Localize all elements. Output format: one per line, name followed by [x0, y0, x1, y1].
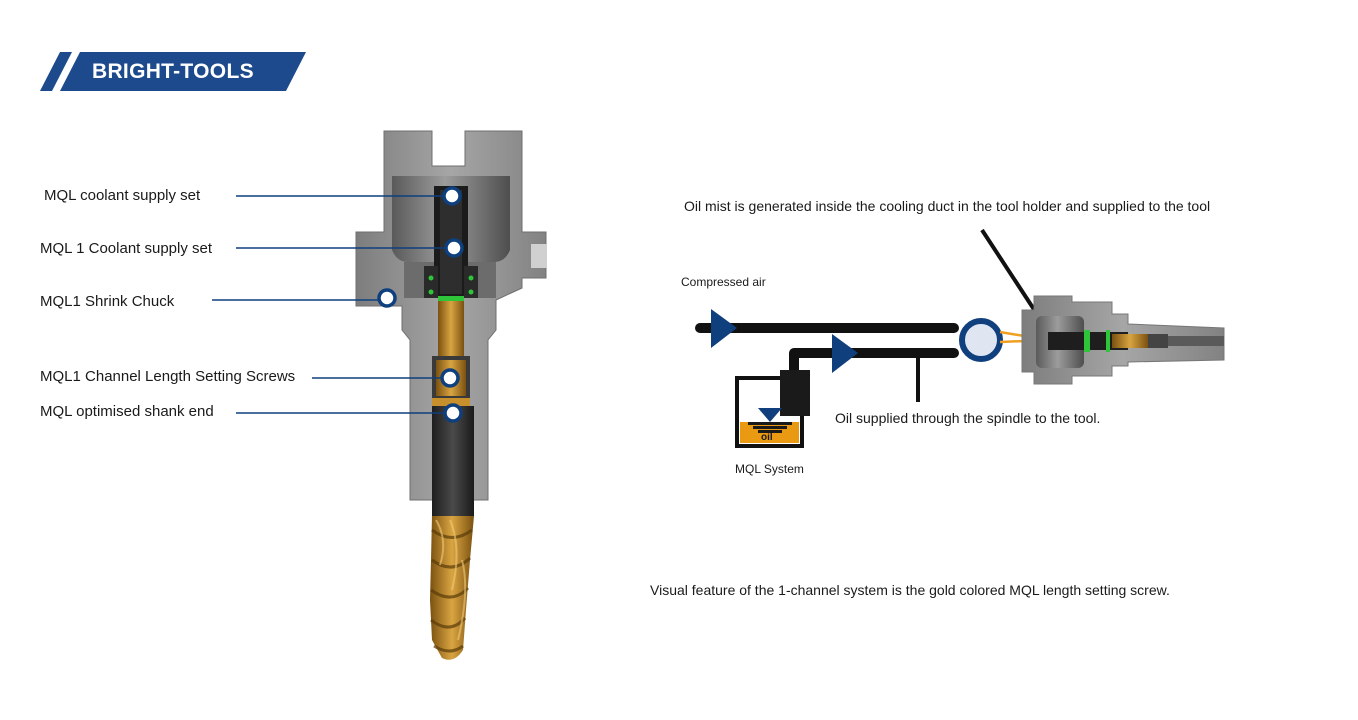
marker-mql1-coolant-supply-set — [444, 238, 464, 258]
length-setting-screw — [438, 301, 464, 359]
seal-ring — [438, 296, 464, 301]
mql-system-unit — [735, 370, 810, 448]
compressed-air-label: Compressed air — [681, 275, 766, 289]
oil-mist-note: Oil mist is generated inside the cooling… — [684, 198, 1211, 214]
callout-mql1-coolant-supply-set: MQL 1 Coolant supply set — [40, 240, 213, 257]
spindle-oil-note: Oil supplied through the spindle to the … — [835, 410, 1101, 426]
brand-logo: BRIGHT-TOOLS — [40, 52, 306, 92]
pump-block — [780, 370, 810, 416]
marker-shrink-chuck — [377, 288, 397, 308]
oil-direction-arrow — [832, 334, 858, 373]
oil-line — [789, 348, 959, 393]
oil-label: oil — [761, 432, 773, 443]
callout-length-setting-screws: MQL1 Channel Length Setting Screws — [40, 368, 296, 385]
logo-badge-icon — [40, 52, 306, 91]
callout-leaders — [212, 195, 448, 414]
callout-shank-end: MQL optimised shank end — [40, 403, 214, 420]
flange-groove — [531, 244, 547, 268]
mql-system-label: MQL System — [735, 462, 804, 476]
oil-drop-arrow — [758, 408, 782, 422]
small-tool-holder — [1021, 295, 1225, 385]
mixing-node — [959, 318, 1003, 362]
tool-holder-section — [355, 130, 547, 660]
marker-coolant-supply-set — [442, 186, 462, 206]
marker-shank-end — [443, 403, 463, 423]
marker-length-setting-screws — [440, 368, 460, 388]
mql-schematic — [695, 228, 1225, 448]
air-direction-arrow — [711, 309, 737, 348]
callout-coolant-supply-set: MQL coolant supply set — [44, 187, 201, 204]
footer-note: Visual feature of the 1-channel system i… — [650, 582, 1170, 598]
brand-name: BRIGHT-TOOLS — [92, 60, 254, 83]
callout-markers — [377, 186, 464, 423]
tool-shank — [432, 406, 474, 516]
callout-shrink-chuck: MQL1 Shrink Chuck — [40, 293, 175, 310]
